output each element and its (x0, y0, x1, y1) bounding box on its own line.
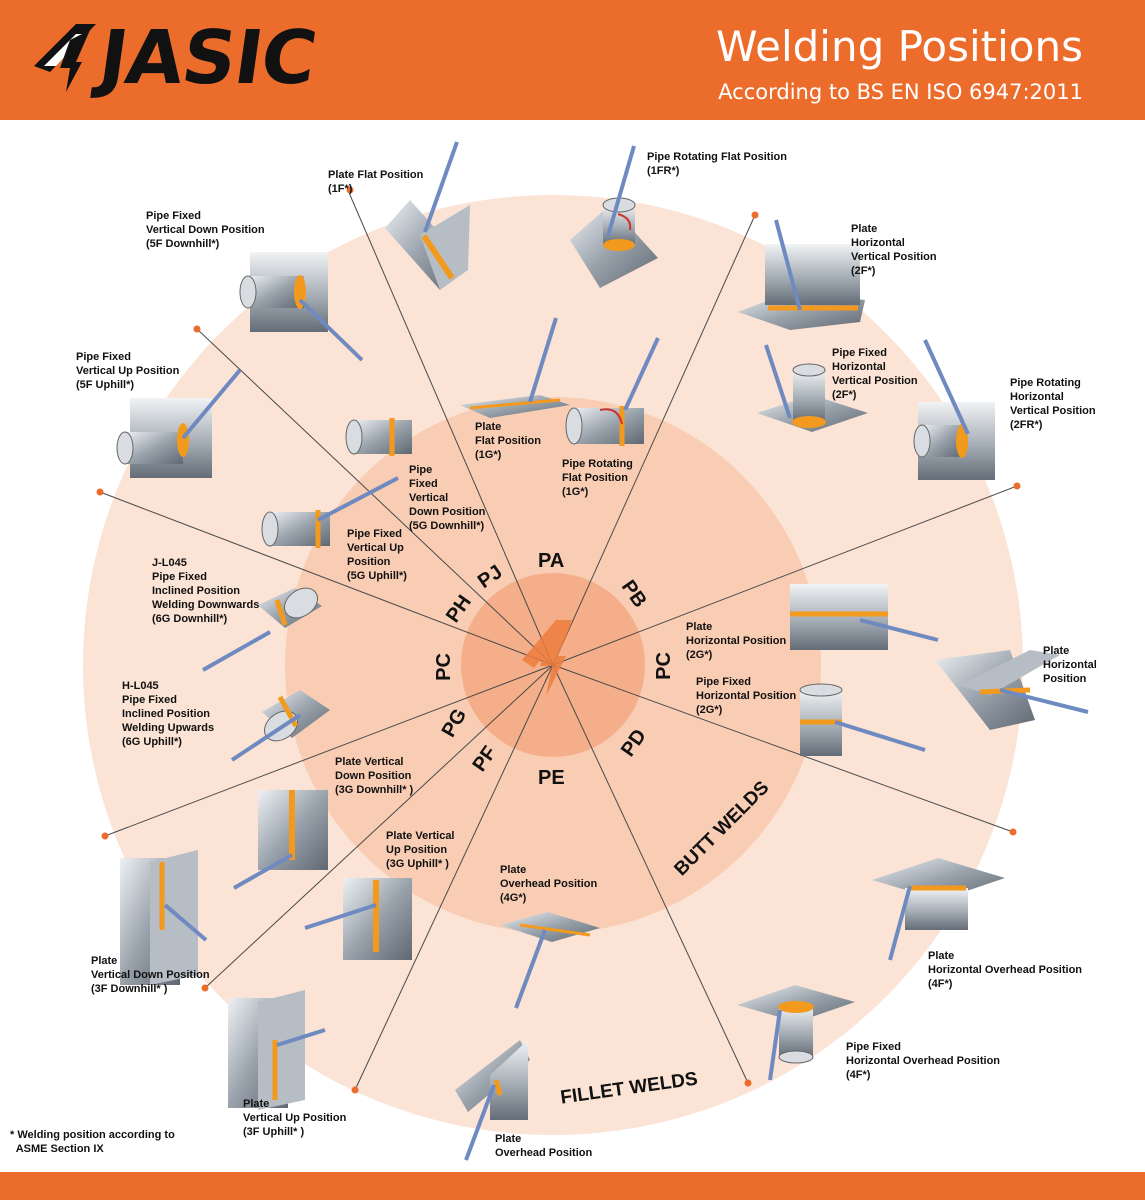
label-plate-overhead: Plate Overhead Position (495, 1133, 593, 1159)
plate-overhead-illustration (455, 1040, 530, 1161)
label-pipe-fixed-horiz-2g: Pipe Fixed Horizontal Position (2G*) (696, 676, 797, 716)
footnote: * Welding position according to ASME Sec… (10, 1129, 175, 1155)
code-pe: PE (538, 767, 565, 789)
welding-position-diagram (83, 141, 1089, 1161)
plate-flat-1f-illustration (385, 141, 470, 290)
label-pipe-rot-hv-2fr: Pipe Rotating Horizontal Vertical Positi… (1010, 377, 1096, 431)
plate-hv-2f-illustration (738, 219, 865, 330)
pipe-rotating-1fr-illustration (570, 145, 658, 288)
pipe-ho-4f-illustration (737, 985, 855, 1081)
page-subtitle: According to BS EN ISO 6947:2011 (718, 80, 1083, 104)
plate-3f-up-illustration (228, 990, 326, 1110)
label-pipe-5f-down: Pipe Fixed Vertical Down Position (5F Do… (146, 210, 265, 250)
brand-logo-text: JASIC (93, 15, 321, 101)
label-pipe-5g-down: Pipe Fixed Vertical Down Position (5G Do… (409, 464, 486, 532)
label-plate-flat-1f: Plate Flat Position (1F*) (328, 169, 424, 195)
pipe-5g-up-illustration (261, 476, 399, 548)
label-plate-hv-2f: Plate Horizontal Vertical Position (2F*) (851, 223, 937, 277)
label-plate-horiz-2g: Plate Horizontal Position (2G*) (686, 621, 787, 661)
jasic-center-logo-icon (522, 620, 572, 696)
label-pipe-fixed-hv-2f: Pipe Fixed Horizontal Vertical Position … (832, 347, 918, 401)
pipe-5f-down-illustration (239, 252, 364, 362)
label-pipe-rot-flat-1g: Pipe Rotating Flat Position (1G*) (562, 458, 633, 498)
plate-2g-illustration (790, 584, 939, 650)
header-bar: JASIC Welding Positions According to BS … (0, 0, 1145, 120)
label-plate-3g-down: Plate Vertical Down Position (3G Downhil… (335, 756, 414, 796)
label-plate-flat-1g: Plate Flat Position (1G*) (475, 421, 541, 461)
label-plate-horizontal: Plate Horizontal Position (1043, 645, 1097, 685)
pipe-5f-up-illustration (116, 368, 242, 478)
pipe-fixed-2f-illustration (757, 344, 868, 432)
label-plate-overhead-4g: Plate Overhead Position (4G*) (500, 864, 598, 904)
pipe-6g-up-illustration (230, 690, 330, 762)
code-pc-right: PC (652, 652, 675, 680)
label-pipe-rot-flat-1fr: Pipe Rotating Flat Position (1FR*) (647, 151, 787, 177)
label-pipe-ho-4f: Pipe Fixed Horizontal Overhead Position … (846, 1041, 1001, 1081)
label-plate-ho-4f: Plate Horizontal Overhead Position (4F*) (928, 950, 1083, 990)
line-end-dots (96, 186, 1021, 1094)
plate-ho-4f-illustration (872, 858, 1005, 961)
plate-horizontal-illustration (935, 650, 1089, 730)
radial-divider-lines (99, 194, 1018, 1091)
pipe-2g-illustration (799, 683, 926, 756)
plate-3g-up-illustration (304, 878, 412, 960)
footer-bar (0, 1172, 1145, 1200)
label-plate-3f-down: Plate Vertical Down Position (3F Downhil… (91, 955, 210, 995)
label-h-l045: H-L045 Pipe Fixed Inclined Position Weld… (122, 680, 215, 748)
plate-3f-down-illustration (120, 850, 208, 985)
page-title: Welding Positions (716, 22, 1083, 71)
pipe-rotating-1g-illustration (565, 337, 660, 446)
pipe-5g-down-illustration (345, 418, 412, 456)
label-j-l045: J-L045 Pipe Fixed Inclined Position Weld… (152, 557, 260, 625)
plate-3g-down-illustration (233, 790, 328, 890)
jasic-logo-icon (34, 24, 96, 92)
plate-overhead-4g-illustration (500, 912, 600, 1009)
label-plate-3f-up: Plate Vertical Up Position (3F Uphill* ) (243, 1098, 347, 1138)
label-pipe-5g-up: Pipe Fixed Vertical Up Position (5G Uphi… (347, 528, 407, 582)
pipe-6g-down-illustration (202, 587, 322, 672)
code-pc-left: PC (432, 653, 455, 681)
label-plate-3g-up: Plate Vertical Up Position (3G Uphill* ) (386, 830, 455, 870)
plate-flat-1g-illustration (460, 317, 570, 418)
label-pipe-5f-up: Pipe Fixed Vertical Up Position (5F Uphi… (76, 351, 180, 391)
code-pa: PA (538, 550, 565, 572)
pipe-rotating-2fr-illustration (913, 339, 995, 480)
